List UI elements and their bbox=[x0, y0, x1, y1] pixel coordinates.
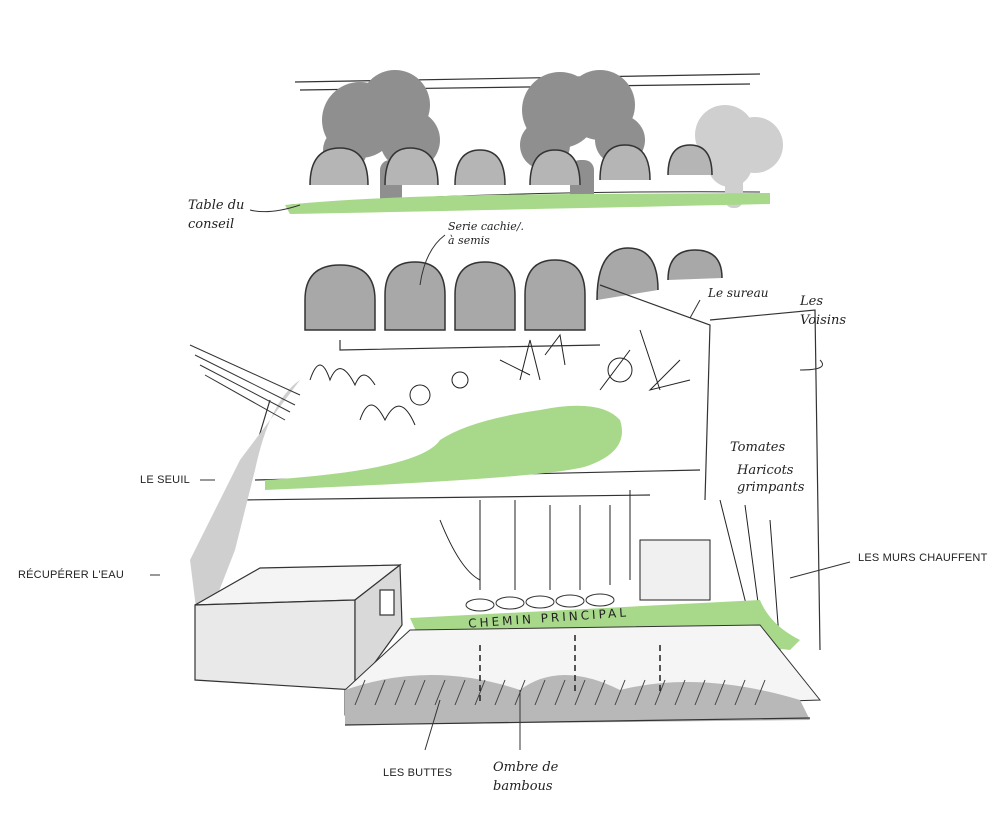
middle-lawn bbox=[265, 405, 622, 490]
label-buttes: LES BUTTES bbox=[383, 767, 453, 779]
chemin-principal bbox=[410, 600, 800, 650]
label-line: conseil bbox=[188, 217, 235, 232]
label-line: Voisins bbox=[800, 313, 847, 328]
middle-arches bbox=[304, 247, 723, 331]
label-line: grimpants bbox=[737, 480, 805, 495]
upper-lawn bbox=[285, 193, 770, 214]
label-line: Ombre de bbox=[493, 760, 559, 775]
label-line: Les bbox=[800, 294, 823, 309]
label-line: bambous bbox=[493, 779, 553, 794]
climbing-plants bbox=[439, 490, 781, 661]
label-haricots: Haricots grimpants bbox=[737, 462, 804, 496]
stone-border bbox=[465, 593, 615, 612]
label-recuperer-eau: RÉCUPÉRER L'EAU bbox=[18, 569, 124, 581]
label-ombre-bambous: Ombre de bambous bbox=[493, 758, 558, 796]
plants-middle bbox=[309, 329, 691, 426]
label-line: à semis bbox=[448, 234, 490, 247]
label-seuil: LE SEUIL bbox=[140, 474, 190, 486]
trees bbox=[322, 70, 783, 208]
label-serre: Serie cachie/. à semis bbox=[448, 220, 524, 248]
garden-shadow-left bbox=[190, 380, 300, 640]
label-tomates: Tomates bbox=[730, 440, 786, 455]
label-voisins: Les Voisins bbox=[800, 292, 846, 330]
label-line: Table du bbox=[188, 198, 245, 213]
buttes bbox=[344, 624, 822, 726]
label-sureau: Le sureau bbox=[708, 286, 769, 300]
label-line: Haricots bbox=[737, 463, 794, 478]
storage-building bbox=[194, 563, 403, 692]
label-table-conseil: Table du conseil bbox=[188, 196, 244, 234]
stairs bbox=[189, 344, 301, 421]
label-murs-chauffent: LES MURS CHAUFFENT bbox=[858, 552, 988, 564]
label-line: Serie cachie/. bbox=[448, 220, 525, 233]
leader-lines bbox=[150, 204, 851, 751]
upper-arches bbox=[309, 144, 713, 186]
